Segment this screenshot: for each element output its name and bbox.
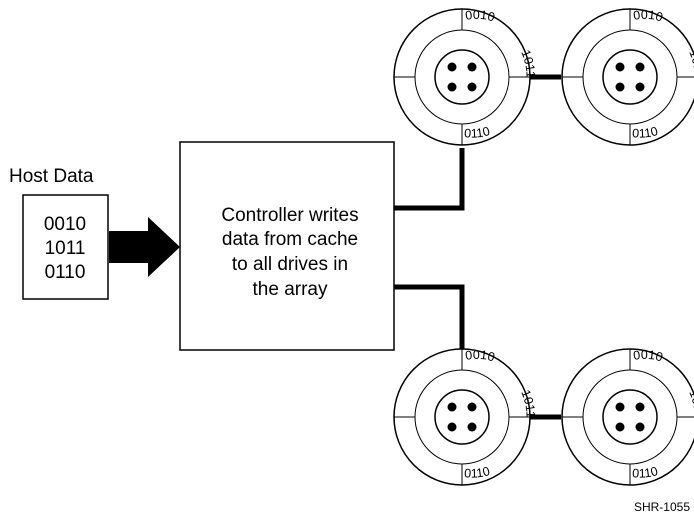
svg-text:0110: 0110 xyxy=(464,464,492,481)
controller-box xyxy=(179,141,395,351)
host-bits-line-2: 1011 xyxy=(45,238,86,259)
svg-text:0110: 0110 xyxy=(632,124,660,141)
host-bits-line-1: 0010 xyxy=(44,214,86,235)
controller-text-line-2: data from cache xyxy=(222,229,358,250)
disk-drive: 0010 1011 0110 xyxy=(561,8,694,146)
controller-text-line-1: Controller writes xyxy=(221,205,358,226)
connection-top xyxy=(394,148,465,211)
svg-text:1011: 1011 xyxy=(686,388,694,418)
host-data-label: Host Data xyxy=(9,166,94,187)
figure-id: SHR-1055 xyxy=(634,500,690,514)
write-arrow xyxy=(109,217,180,277)
disk-drive: 0010 1011 0110 xyxy=(561,348,694,486)
drive-4-bits-right: 1011 xyxy=(686,388,694,418)
svg-text:0110: 0110 xyxy=(464,124,492,141)
connection-bottom xyxy=(394,284,465,350)
svg-text:1011: 1011 xyxy=(686,48,694,78)
drive-2-bits-bottom: 0110 xyxy=(632,124,660,141)
drive-1-bits-bottom: 0110 xyxy=(464,124,492,141)
controller-text-line-4: the array xyxy=(253,279,328,300)
controller-text-line-3: to all drives in xyxy=(232,254,348,275)
host-data-box xyxy=(22,194,109,300)
drive-2-bits-right: 1011 xyxy=(686,48,694,78)
drive-3-bits-bottom: 0110 xyxy=(464,464,492,481)
disk-drive: 0010 1011 0110 xyxy=(393,8,538,146)
svg-text:0110: 0110 xyxy=(632,464,660,481)
host-bits-line-3: 0110 xyxy=(45,262,86,283)
drive-4-bits-bottom: 0110 xyxy=(632,464,660,481)
disk-drive: 0010 1011 0110 xyxy=(393,348,538,486)
